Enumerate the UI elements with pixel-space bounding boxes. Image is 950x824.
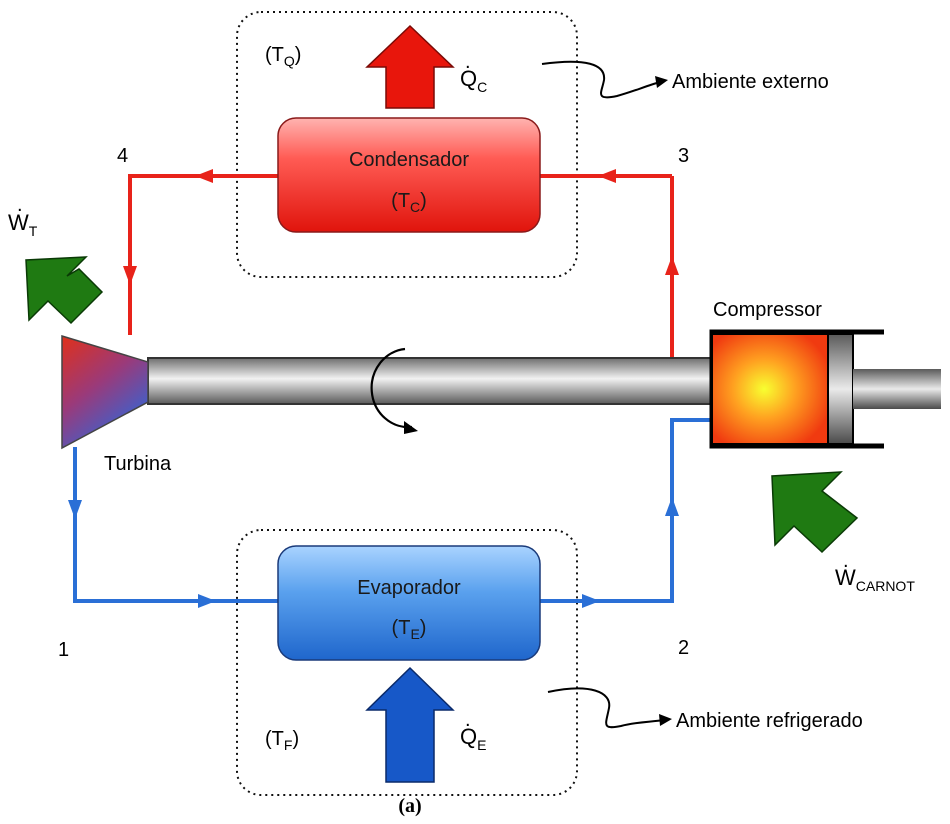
turbine-work-dot: . <box>17 194 23 216</box>
turbine-work-arrow <box>25 256 104 325</box>
hot-region-boundary <box>236 11 578 278</box>
high-pressure-flow-arrows <box>123 169 679 285</box>
turbine <box>61 334 149 450</box>
turbine-work-label: WT <box>8 210 38 239</box>
heat-absorption-dot: . <box>465 709 471 731</box>
cold-region-temperature: (TF) <box>265 728 299 753</box>
flow-arrow-4-to-turbine <box>123 266 137 285</box>
flow-arrow-evaporator-to-2 <box>582 594 600 608</box>
flow-arrow-compressor-to-3 <box>665 256 679 275</box>
cold-region-boundary <box>236 529 578 796</box>
external-environment-connector <box>541 60 668 99</box>
flow-arrow-1-to-evaporator <box>198 594 216 608</box>
compressor-label: Compressor <box>713 299 822 321</box>
hot-region-temperature: (TQ) <box>265 44 301 69</box>
figure-caption: (a) <box>398 795 421 817</box>
compressor-work-dot: . <box>843 550 849 572</box>
refrigerated-environment-label: Ambiente refrigerado <box>676 710 863 732</box>
evaporator-temperature: (TE) <box>392 617 427 642</box>
flow-arrow-3-to-condenser <box>598 169 616 183</box>
state-point-2: 2 <box>678 637 689 659</box>
low-pressure-flow-arrows <box>68 497 679 608</box>
turbine-label: Turbina <box>104 453 172 475</box>
state-point-1: 1 <box>58 639 69 661</box>
heat-rejection-arrow <box>365 24 455 109</box>
state-point-3: 3 <box>678 145 689 167</box>
state-point-4: 4 <box>117 145 128 167</box>
refrigerated-environment-connector <box>547 687 672 729</box>
compressor-work-arrow <box>771 471 859 554</box>
piston-head <box>827 333 854 445</box>
heat-rejection-label: QC <box>460 66 487 95</box>
flow-arrow-condenser-to-4 <box>195 169 213 183</box>
compressor <box>709 329 941 449</box>
evaporator-label: Evaporador <box>357 577 461 599</box>
heat-absorption-label: QE <box>460 724 486 753</box>
compressor-work-label: WCARNOT <box>835 565 915 594</box>
flow-arrow-turbine-down <box>68 500 82 519</box>
piston-rod <box>853 369 941 409</box>
rotation-icon <box>370 347 418 434</box>
condenser-temperature: (TC) <box>391 190 427 215</box>
external-environment-label: Ambiente externo <box>672 71 829 93</box>
flow-arrow-2-to-compressor <box>665 497 679 516</box>
evaporator <box>277 545 541 661</box>
shaft <box>147 357 713 405</box>
heat-rejection-dot: . <box>465 51 471 73</box>
heat-absorption-arrow <box>365 666 455 783</box>
condenser-label: Condensador <box>349 149 469 171</box>
condenser <box>277 117 541 233</box>
compression-chamber <box>711 333 829 445</box>
